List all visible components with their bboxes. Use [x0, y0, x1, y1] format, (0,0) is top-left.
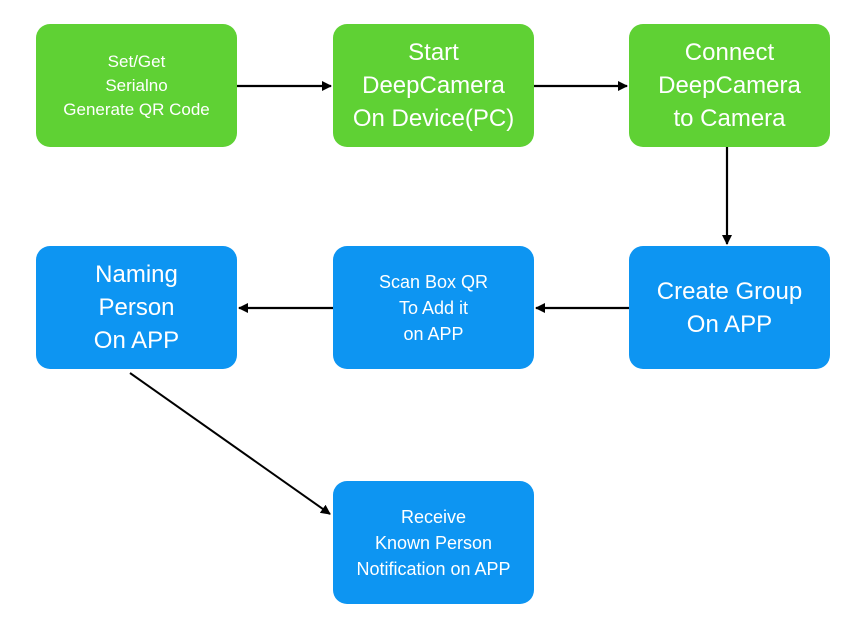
node-line: Connect	[684, 39, 775, 66]
node-line: Serialno	[105, 75, 168, 95]
node-line: Start	[408, 39, 459, 66]
node-create-group: Create Group On APP	[629, 246, 830, 369]
node-scan-box-qr: Scan Box QR To Add it on APP	[333, 246, 534, 369]
node-line: Naming	[95, 261, 178, 288]
node-receive-notification: Receive Known Person Notification on APP	[333, 481, 534, 604]
node-connect-deepcamera: Connect DeepCamera to Camera	[629, 24, 830, 147]
node-start-deepcamera: Start DeepCamera On Device(PC)	[333, 24, 534, 147]
node-line: DeepCamera	[658, 72, 801, 99]
node-line: On Device(PC)	[352, 105, 515, 132]
node-naming-person: Naming Person On APP	[36, 246, 237, 369]
arrow-naming-to-receive	[129, 372, 331, 515]
node-line: Person	[98, 294, 175, 321]
node-line: Create Group	[656, 277, 803, 305]
node-line: Scan Box QR	[378, 271, 489, 292]
node-line: DeepCamera	[362, 72, 505, 99]
node-line: Known Person	[374, 532, 493, 553]
node-line: Set/Get	[107, 51, 166, 71]
node-line: to Camera	[673, 105, 786, 132]
node-set-get-serialno: Set/Get Serialno Generate QR Code	[36, 24, 237, 147]
node-line: on APP	[403, 323, 464, 344]
node-line: Generate QR Code	[63, 99, 210, 119]
node-line: Receive	[400, 506, 467, 527]
node-line: To Add it	[398, 297, 469, 318]
node-line: On APP	[93, 327, 180, 354]
node-line: Notification on APP	[356, 558, 511, 579]
node-line: On APP	[686, 310, 773, 338]
